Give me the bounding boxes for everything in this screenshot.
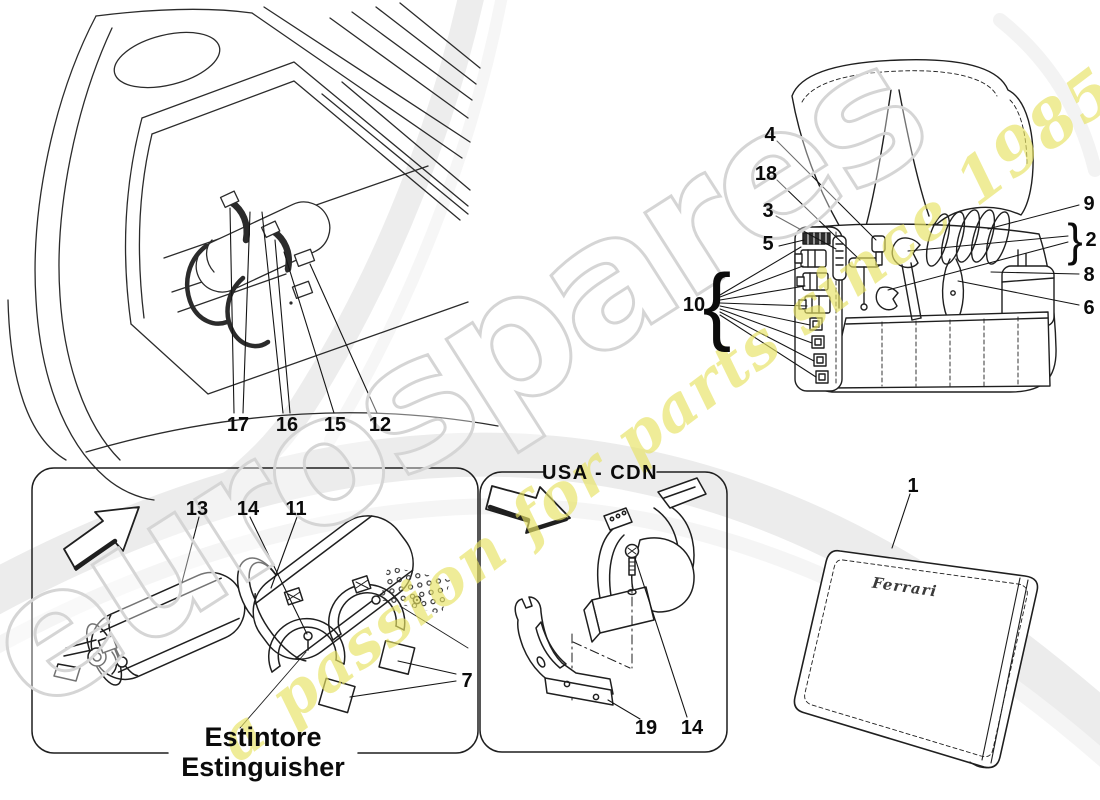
callout-1: 1: [907, 475, 918, 497]
fastener-dot-grid: [380, 566, 450, 614]
pouch-outline: [793, 549, 1039, 769]
caption-estintore: Estintore: [204, 722, 321, 752]
pouch-leader-line: [891, 493, 911, 549]
extinguisher-box-border: [31, 467, 479, 754]
bottle-valve: [53, 634, 128, 682]
car-leader-lines: [229, 207, 378, 414]
toolkit-leader-lines: [719, 140, 1080, 378]
driver-bit: [871, 235, 886, 266]
callout-7: 7: [461, 670, 472, 692]
car-compartment-drawing: [7, 2, 499, 501]
callout-4: 4: [764, 124, 776, 146]
open-end-wrench-small: [875, 286, 899, 311]
pouch-drawing: [793, 493, 1039, 769]
extinguisher-box-leader-lines: [180, 516, 457, 698]
clamp-band-2: [328, 575, 406, 641]
mounting-bracket: [514, 596, 614, 706]
callout-14b: 14: [681, 717, 704, 739]
ne-arrow-icon: [63, 506, 140, 571]
usa-cdn-title: USA - CDN: [542, 462, 658, 484]
callout-13: 13: [186, 498, 208, 520]
bit-clips: [809, 317, 829, 384]
usa-cdn-box: [479, 471, 728, 753]
extinguisher-bottle: [53, 571, 246, 686]
callout-18: 18: [755, 163, 777, 185]
callout-14: 14: [237, 498, 260, 520]
callout-3: 3: [762, 200, 773, 222]
clamp-band-1: [239, 587, 346, 729]
callout-19: 19: [635, 717, 657, 739]
extinguisher-box: [31, 467, 479, 754]
callout-6: 6: [1083, 297, 1094, 319]
callout-12: 12: [369, 414, 391, 436]
caption-estinguisher: Estinguisher: [181, 752, 345, 782]
se-arrow-icon: [485, 485, 571, 534]
callout-10: 10: [683, 294, 705, 316]
callout-5: 5: [762, 233, 773, 255]
screwdriver: [832, 235, 847, 309]
usa-cdn-box-border: [479, 471, 728, 753]
callout-8: 8: [1083, 264, 1094, 286]
callout-17: 17: [227, 414, 249, 436]
callout-labels: 17 16 15 12 4 18 3 5 10 { 9 2 } 8 6 13 1…: [181, 124, 1096, 782]
usa-cdn-leader-lines: [607, 557, 688, 720]
callout-9: 9: [1083, 193, 1094, 215]
sockets: [794, 249, 831, 314]
callout-16: 16: [276, 414, 298, 436]
callout-2-brace: }: [1067, 214, 1082, 266]
open-end-wrench-large: [891, 237, 922, 321]
toolkit-bag-drawing: [719, 59, 1080, 393]
strap-screw: [624, 543, 640, 596]
callout-11: 11: [285, 498, 306, 520]
callout-10-brace: {: [703, 257, 732, 353]
cover-cylinder: [252, 515, 414, 662]
strap-assembly: [571, 477, 707, 703]
clamp-plate-1: [317, 677, 356, 714]
cable-loops: [925, 209, 1011, 267]
clamp-plate-2: [378, 640, 416, 675]
callout-15: 15: [324, 414, 346, 436]
callout-2: 2: [1085, 229, 1096, 251]
